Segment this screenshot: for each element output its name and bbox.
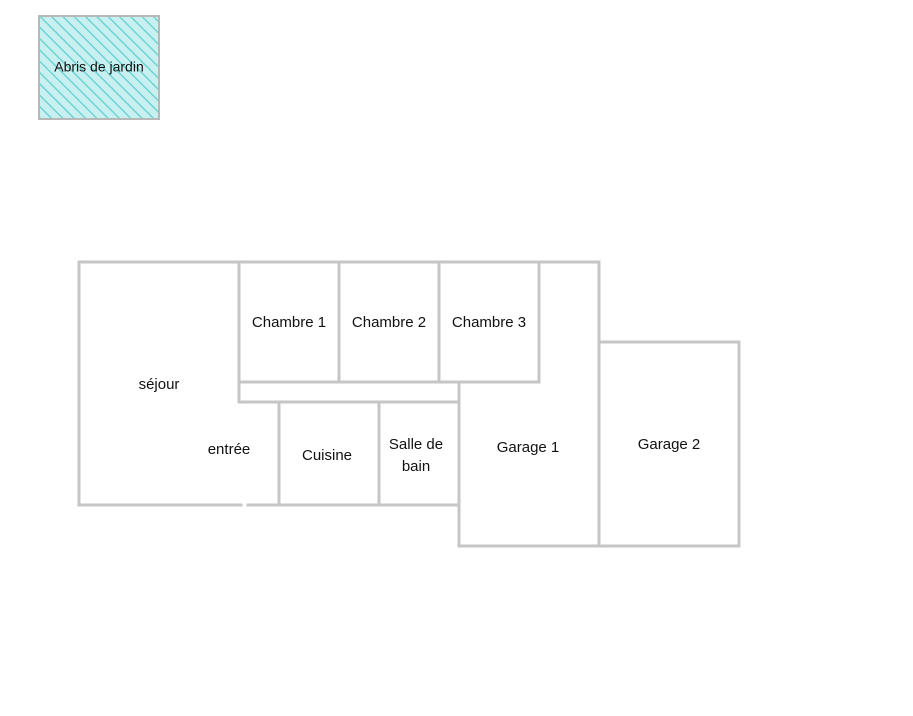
room-label-entree: entrée xyxy=(208,441,251,458)
room-label-garage-1: Garage 1 xyxy=(497,439,560,456)
room-label-chambre-2: Chambre 2 xyxy=(352,314,426,331)
outer-wall xyxy=(77,260,741,548)
room-label-garage-2: Garage 2 xyxy=(638,436,701,453)
room-label-salle-de-bain-line1: Salle de xyxy=(389,436,443,453)
room-label-salle-de-bain-line2: bain xyxy=(402,458,430,475)
garden-shed[interactable]: Abris de jardin xyxy=(38,15,160,120)
room-label-chambre-3: Chambre 3 xyxy=(452,314,526,331)
room-label-chambre-1: Chambre 1 xyxy=(252,314,326,331)
garden-shed-box xyxy=(38,15,160,120)
room-label-sejour: séjour xyxy=(139,376,180,393)
room-labels: séjour Chambre 1 Chambre 2 Chambre 3 ent… xyxy=(139,314,701,475)
house-walls xyxy=(77,260,741,548)
garden-shed-label: Abris de jardin xyxy=(54,59,144,75)
room-label-cuisine: Cuisine xyxy=(302,447,352,464)
